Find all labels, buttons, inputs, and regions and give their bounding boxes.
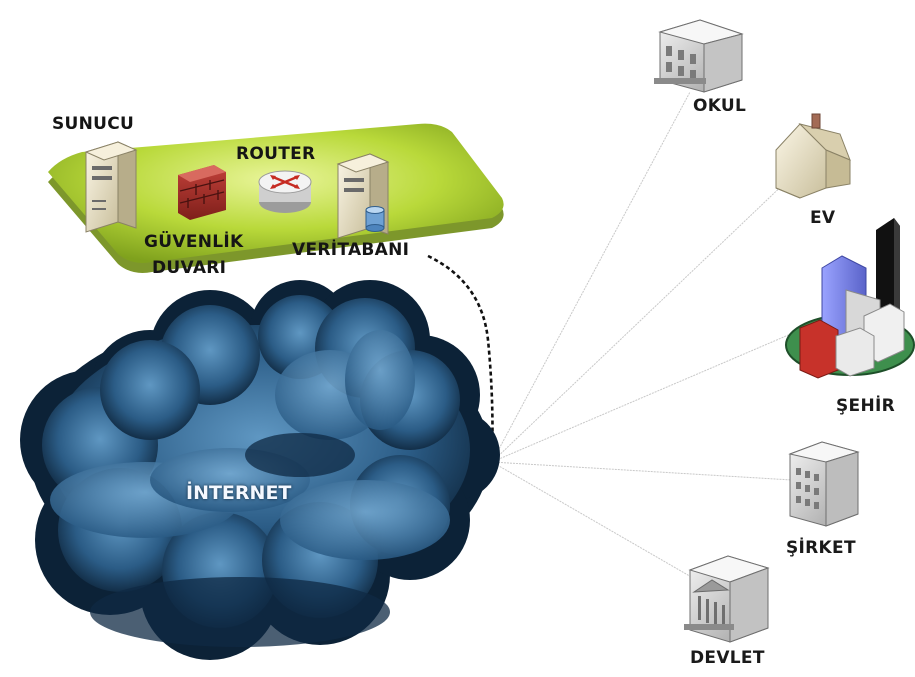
house-icon — [775, 113, 851, 199]
line-to-sehir — [491, 329, 801, 463]
label-sirket: ŞİRKET — [786, 538, 856, 558]
city-icon — [785, 218, 915, 379]
server-icon — [84, 141, 138, 233]
line-to-sirket — [491, 461, 793, 481]
label-devlet: DEVLET — [690, 648, 765, 668]
label-sunucu: SUNUCU — [52, 114, 135, 134]
government-building-icon — [684, 555, 770, 643]
label-internet: İNTERNET — [186, 482, 292, 504]
router-icon — [258, 170, 312, 213]
label-veritabani: VERİTABANI — [292, 240, 410, 260]
label-guvenlik-line2: DUVARI — [152, 258, 227, 278]
connector-lines — [491, 91, 801, 583]
internet-cloud — [20, 280, 500, 660]
label-sehir: ŞEHİR — [836, 396, 895, 416]
label-guvenlik-line1: GÜVENLİK — [144, 232, 244, 252]
database-server-icon — [336, 153, 390, 239]
line-to-okul — [491, 91, 691, 463]
line-to-ev — [491, 177, 791, 463]
dotted-link — [427, 254, 494, 463]
office-building-icon — [788, 441, 860, 527]
label-ev: EV — [810, 208, 836, 228]
line-to-devlet — [491, 461, 701, 583]
firewall-icon — [178, 165, 226, 220]
label-okul: OKUL — [693, 96, 747, 116]
school-building-icon — [654, 19, 744, 93]
label-router: ROUTER — [236, 144, 316, 164]
